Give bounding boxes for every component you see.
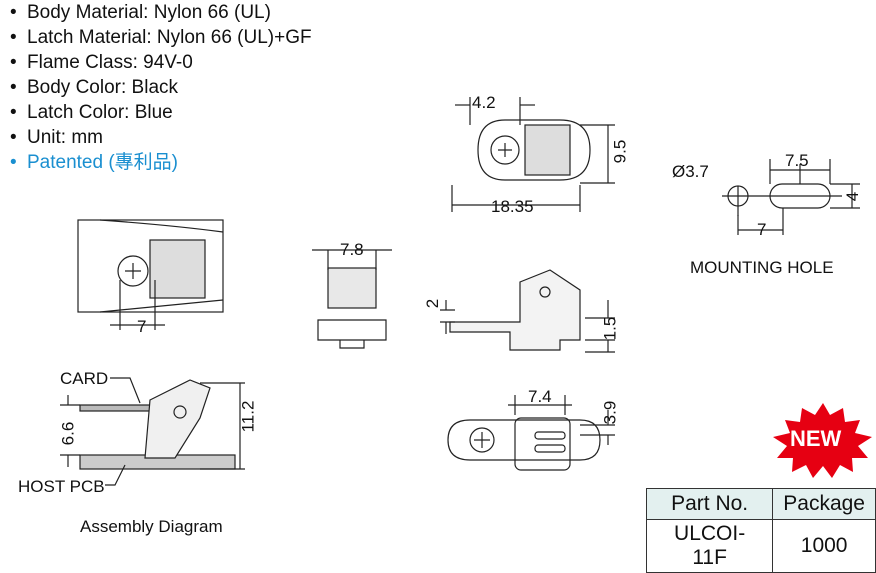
bottom-view-drawing bbox=[447, 395, 615, 471]
dim-label: 1.5 bbox=[600, 316, 620, 341]
cell-part-no: ULCOI-11F bbox=[645, 519, 774, 573]
spec-item: •Body Material: Nylon 66 (UL) bbox=[10, 2, 271, 23]
dim-label: 7.4 bbox=[528, 387, 552, 406]
spec-item-patented: •Patented (專利品) bbox=[10, 152, 178, 173]
spec-text: Flame Class: 94V-0 bbox=[27, 52, 193, 73]
host-pcb-label: HOST PCB bbox=[18, 477, 105, 496]
spec-item: •Latch Color: Blue bbox=[10, 102, 173, 123]
spec-text: Latch Color: Blue bbox=[27, 102, 173, 123]
assembly-diagram-title: Assembly Diagram bbox=[80, 517, 223, 536]
dim-label: 4 bbox=[843, 191, 863, 202]
spec-text: Unit: mm bbox=[27, 127, 103, 148]
front-view-drawing bbox=[312, 249, 392, 349]
spec-item: •Latch Material: Nylon 66 (UL)+GF bbox=[10, 27, 312, 48]
dim-label: 7 bbox=[757, 220, 767, 239]
dim-label: 7 bbox=[137, 317, 147, 336]
dim-label: Ø3.7 bbox=[672, 162, 709, 181]
spec-text: Body Material: Nylon 66 (UL) bbox=[27, 2, 271, 23]
technical-drawings bbox=[60, 97, 872, 486]
spec-text: Latch Material: Nylon 66 (UL)+GF bbox=[27, 27, 312, 48]
new-badge bbox=[773, 403, 872, 478]
assembly-top-drawing bbox=[77, 219, 224, 330]
spec-item: •Body Color: Black bbox=[10, 77, 179, 98]
dim-label: 18.35 bbox=[491, 197, 534, 216]
dim-label: 11.2 bbox=[238, 400, 258, 433]
mounting-hole-drawing bbox=[722, 159, 860, 235]
table-header-row: Part No. Package bbox=[645, 488, 876, 520]
spec-item: •Unit: mm bbox=[10, 127, 103, 148]
dim-label: 6.6 bbox=[58, 421, 78, 446]
column-header-part-no: Part No. bbox=[645, 488, 774, 520]
dim-label: 2 bbox=[423, 298, 443, 309]
table-row: ULCOI-11F 1000 bbox=[645, 519, 876, 573]
spec-text: Body Color: Black bbox=[27, 77, 179, 98]
dim-label: 7.5 bbox=[785, 151, 809, 170]
dim-label: 9.5 bbox=[610, 139, 630, 164]
dim-label: 7.8 bbox=[340, 240, 364, 259]
assembly-side-drawing bbox=[60, 377, 245, 486]
card-label: CARD bbox=[60, 369, 109, 388]
part-table: Part No. Package ULCOI-11F 1000 bbox=[645, 488, 876, 573]
new-badge-text: NEW bbox=[790, 426, 842, 451]
spec-item: •Flame Class: 94V-0 bbox=[10, 52, 193, 73]
top-view-drawing bbox=[451, 97, 615, 212]
mounting-hole-title: MOUNTING HOLE bbox=[690, 258, 834, 277]
column-header-package: Package bbox=[772, 488, 876, 520]
side-view-drawing bbox=[440, 269, 615, 353]
dim-label: 4.2 bbox=[472, 93, 496, 112]
spec-text: Patented (專利品) bbox=[27, 152, 178, 173]
cell-package: 1000 bbox=[772, 519, 876, 573]
dim-label: 3.9 bbox=[600, 400, 620, 425]
